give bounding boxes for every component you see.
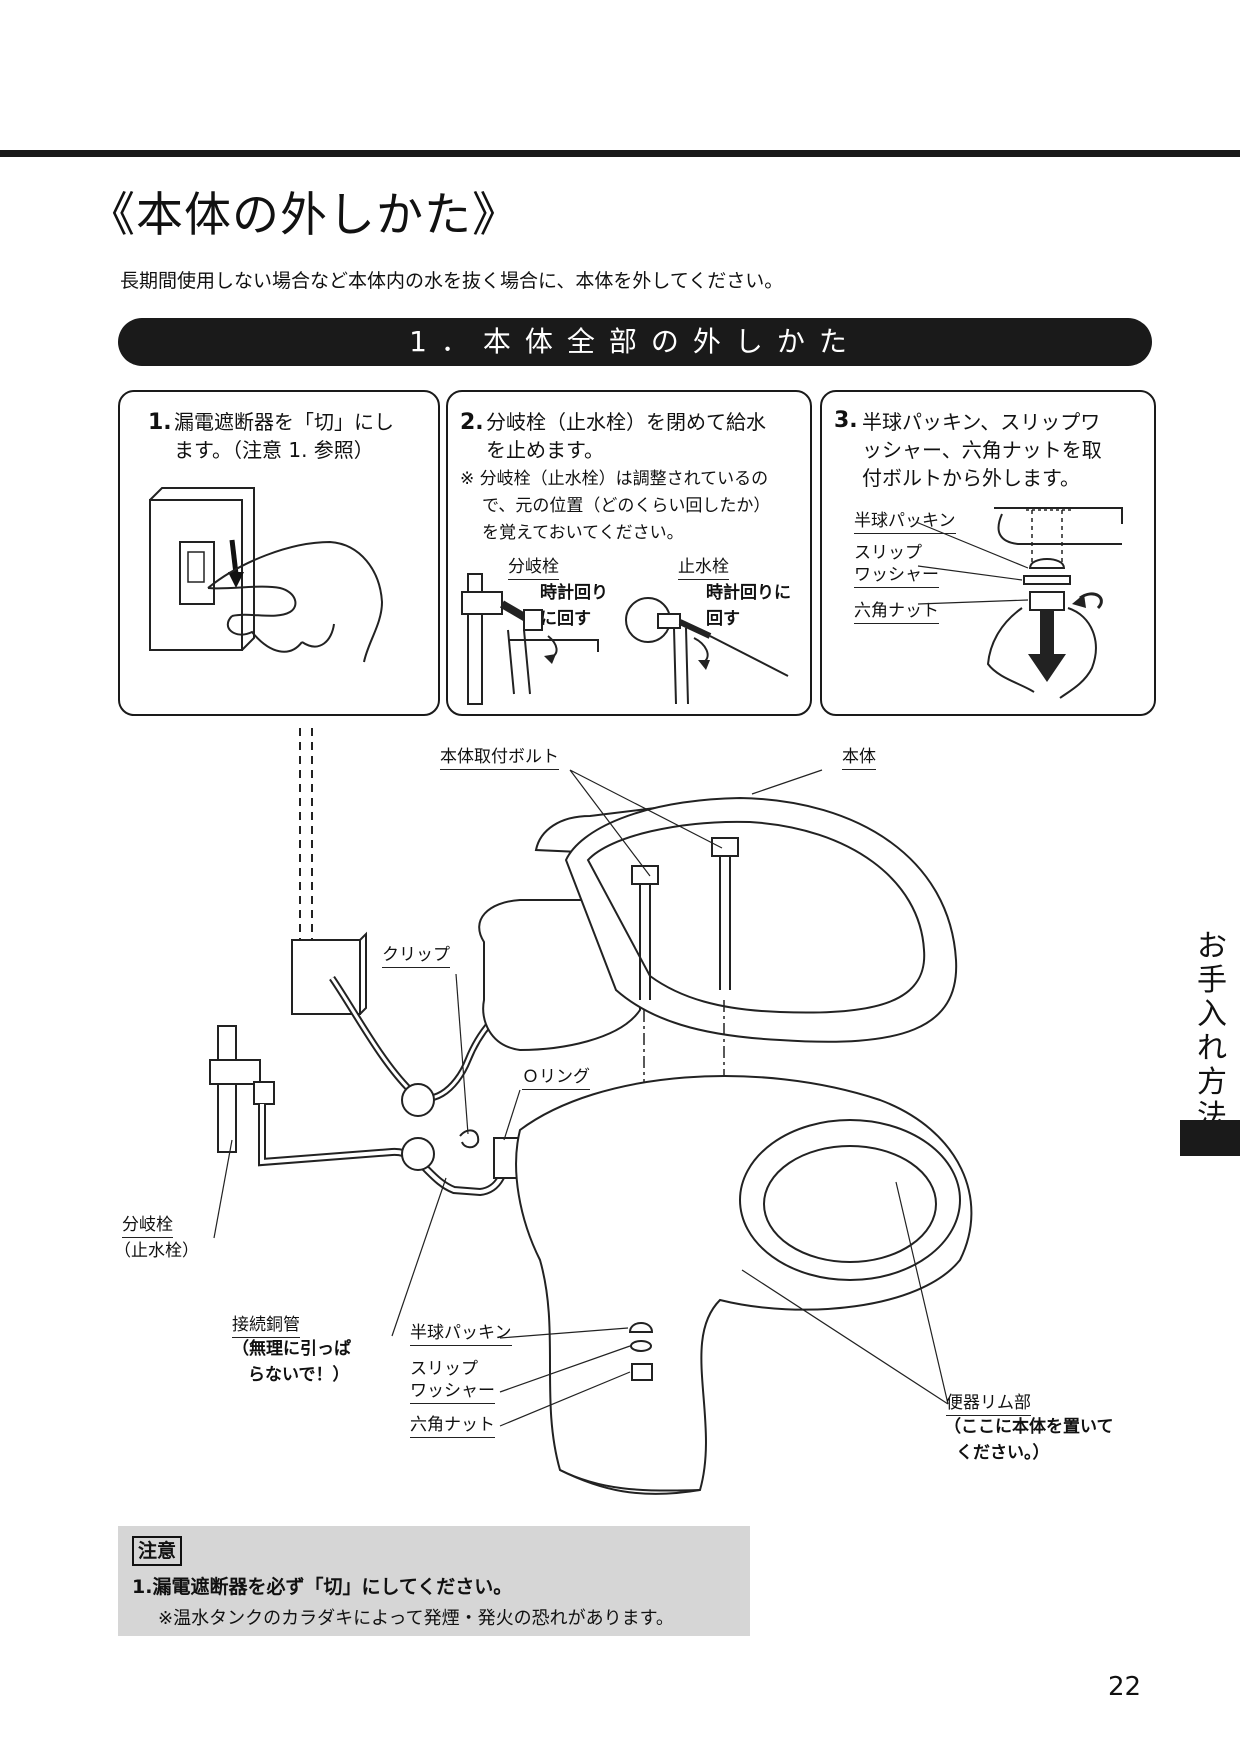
turn-instruction: 回す <box>706 609 740 629</box>
turn-instruction: 時計回りに <box>706 583 791 603</box>
o-ring-label: Ｏリング <box>522 1062 590 1090</box>
hemisphere-packing-label: 半球パッキン <box>410 1318 512 1346</box>
page-title: 《本体の外しかた》 <box>88 188 520 243</box>
copper-pipe-note: らないで！） <box>248 1365 350 1385</box>
step-1-panel: 1. 漏電遮断器を「切」にし ます。（注意 1. 参照） <box>118 390 440 716</box>
bowl-rim-note: ください。） <box>956 1443 1050 1463</box>
bowl-rim-note: （ここに本体を置いて <box>944 1417 1114 1437</box>
step-note: ※ 分岐栓（止水栓）は調整されているの <box>460 469 769 489</box>
step-text: 半球パッキン、スリップワ <box>862 410 1101 434</box>
step-text: ます。（注意 1. 参照） <box>174 438 374 462</box>
step-number: 3. <box>834 408 858 433</box>
step-text: 分岐栓（止水栓）を閉めて給水 <box>486 410 766 434</box>
step-3-panel: 3. 半球パッキン、スリップワ ッシャー、六角ナットを取 付ボルトから外します。… <box>820 390 1156 716</box>
side-tab-marker <box>1180 1120 1240 1156</box>
hemisphere-packing-label: 半球パッキン <box>854 506 956 534</box>
clip-label: クリップ <box>382 940 450 968</box>
hex-nut-label: 六角ナット <box>854 596 939 624</box>
side-tab-label: お手入れ方法 <box>1197 929 1227 1134</box>
step-text: を止めます。 <box>486 438 604 462</box>
slip-washer-label: スリップ <box>410 1359 478 1379</box>
top-rule <box>0 150 1240 157</box>
step-2-panel: 2. 分岐栓（止水栓）を閉めて給水 を止めます。 ※ 分岐栓（止水栓）は調整され… <box>446 390 812 716</box>
caution-subitem: ※温水タンクのカラダキによって発煙・発火の恐れがあります。 <box>158 1608 674 1629</box>
body-label: 本体 <box>842 742 876 770</box>
step-text: ッシャー、六角ナットを取 <box>862 438 1102 462</box>
turn-instruction: 時計回り <box>540 583 608 603</box>
step-text: 漏電遮断器を「切」にし <box>174 410 394 434</box>
step-text: 付ボルトから外します。 <box>862 466 1080 490</box>
step-note: を覚えておいてください。 <box>482 523 684 543</box>
step-number: 2. <box>460 410 484 435</box>
caution-box: 注意 1.漏電遮断器を必ず「切」にしてください。 ※温水タンクのカラダキによって… <box>118 1526 750 1636</box>
branch-valve-label: 分岐栓 <box>508 552 559 580</box>
slip-washer-label: ワッシャー <box>854 560 939 588</box>
slip-washer-label: ワッシャー <box>410 1376 495 1404</box>
copper-pipe-note: （無理に引っぱ <box>232 1339 351 1359</box>
copper-pipe-label: 接続銅管 <box>232 1310 300 1338</box>
valve-illustration <box>461 573 789 705</box>
page-number: 22 <box>1108 1672 1142 1702</box>
step-note: で、元の位置（どのくらい回したか） <box>482 496 771 516</box>
turn-instruction: に回す <box>540 609 591 629</box>
body-mount-bolt-label: 本体取付ボルト <box>440 742 559 770</box>
hex-nut-label: 六角ナット <box>410 1410 495 1438</box>
caution-item: 1.漏電遮断器を必ず「切」にしてください。 <box>132 1576 513 1598</box>
section-banner: 1．本体全部の外しかた <box>118 318 1152 366</box>
bolt-removal-illustration <box>915 507 1123 699</box>
step-number: 1. <box>148 410 172 435</box>
breaker-switch-illustration <box>149 487 384 663</box>
caution-tag: 注意 <box>132 1536 183 1566</box>
stop-valve-label: 止水栓 <box>678 552 729 580</box>
slip-washer-label: スリップ <box>854 543 922 563</box>
branch-valve-label: 分岐栓 <box>122 1210 173 1238</box>
bowl-rim-label: 便器リム部 <box>946 1388 1031 1416</box>
stop-valve-label: （止水栓） <box>114 1241 199 1261</box>
intro-text: 長期間使用しない場合など本体内の水を抜く場合に、本体を外してください。 <box>120 270 784 292</box>
